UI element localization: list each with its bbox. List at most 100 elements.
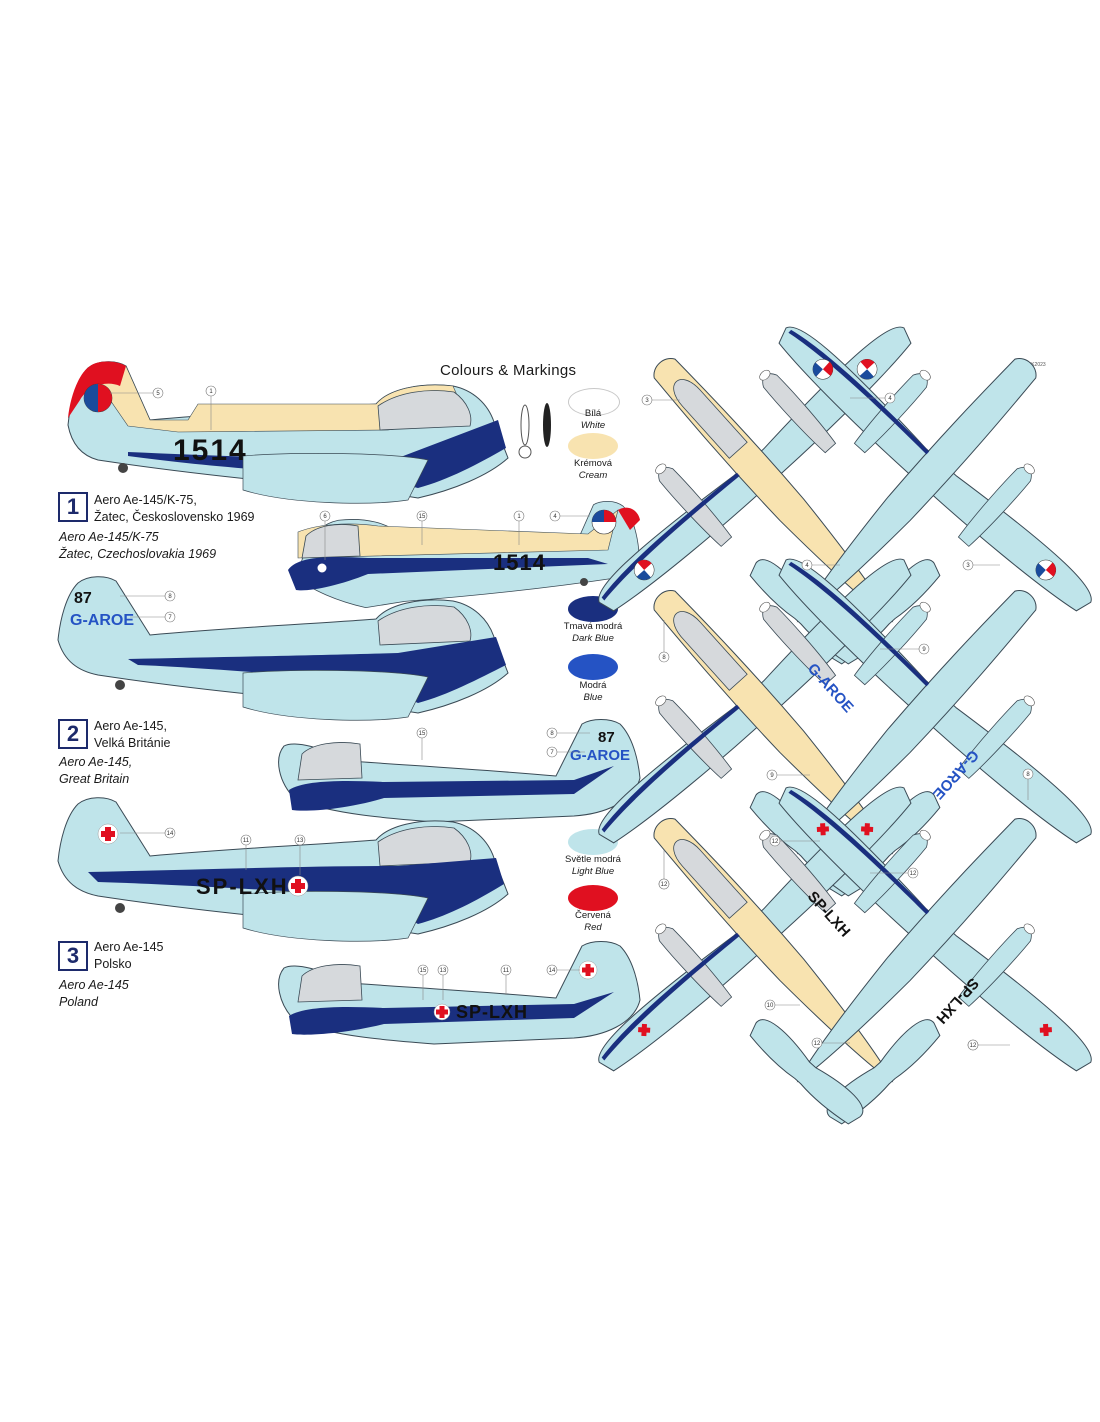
svg-text:6: 6 <box>323 514 327 520</box>
scheme-3-number: 3 <box>58 941 88 971</box>
svg-text:9: 9 <box>770 773 774 779</box>
scheme-2-registration-bottom: G-AROE <box>929 746 982 802</box>
red-cross-icon <box>287 875 309 897</box>
callout-marker: 13 <box>294 834 306 875</box>
callout-marker: 3 <box>962 559 1000 571</box>
rudder-tip <box>618 507 640 530</box>
swatch-dark-blue-cz: Tmavá modrá <box>563 621 623 632</box>
callout-marker: 4 <box>850 392 896 404</box>
svg-text:12: 12 <box>814 1041 821 1047</box>
scheme-3-en-line1: Aero Ae-145 <box>59 978 129 992</box>
svg-text:14: 14 <box>167 831 174 837</box>
scheme-1-registration-left: 1514 <box>173 434 248 467</box>
emblem-icon <box>316 562 328 574</box>
swatch-red-en: Red <box>584 922 602 933</box>
scheme-1-top-view <box>598 326 941 665</box>
sheet-title: Colours & Markings <box>440 362 577 379</box>
canopy <box>377 605 472 646</box>
callout-marker: 15 <box>417 964 429 1000</box>
scheme-2-left-profile: 87 G-AROE <box>57 576 509 721</box>
callout-marker: 12 <box>658 878 670 890</box>
svg-text:12: 12 <box>661 882 668 888</box>
swatch-white-en: White <box>580 420 606 431</box>
swatch-blue-en: Blue <box>583 692 603 703</box>
svg-text:15: 15 <box>419 514 426 520</box>
fuselage-stripe <box>289 992 614 1035</box>
canopy <box>297 742 363 781</box>
scheme-2-race-number-left: 87 <box>74 590 92 607</box>
callout-marker: 3 <box>641 394 680 406</box>
propeller-icon <box>518 403 551 459</box>
callout-marker: 1 <box>205 385 217 430</box>
wing-fairing <box>242 453 429 504</box>
svg-text:11: 11 <box>243 838 250 844</box>
red-cross-icon <box>433 1003 451 1021</box>
svg-text:8: 8 <box>550 731 554 737</box>
scheme-3-cz-line1: Aero Ae-145 <box>94 940 164 954</box>
scheme-1-registration-right: 1514 <box>493 550 546 575</box>
svg-text:4: 4 <box>888 396 892 402</box>
callout-marker: 4 <box>801 559 840 571</box>
cream-spine <box>297 509 619 559</box>
scheme-1-en-line2: Žatec, Czechoslovakia 1969 <box>59 547 217 561</box>
callout-marker: 8 <box>1022 768 1034 800</box>
callout-marker: 9 <box>766 769 810 781</box>
svg-text:8: 8 <box>168 594 172 600</box>
callout-marker: 12 <box>769 835 820 847</box>
swatch-red-label: Červená Red <box>548 910 638 934</box>
tail-wheel-icon <box>115 903 125 913</box>
scheme-1-number: 1 <box>58 492 88 522</box>
svg-text:1: 1 <box>209 389 213 395</box>
svg-text:3: 3 <box>966 563 970 569</box>
scheme-2-race-number-right: 87 <box>598 729 615 746</box>
callout-marker: 14 <box>546 964 580 976</box>
svg-text:12: 12 <box>910 871 917 877</box>
callout-marker: 4 <box>549 510 590 522</box>
red-cross-icon <box>816 823 830 836</box>
svg-text:4: 4 <box>553 514 557 520</box>
swatch-cream-cz: Krémová <box>573 458 612 469</box>
callout-marker: 15 <box>416 510 428 545</box>
rudder-tip <box>68 361 126 418</box>
svg-text:3: 3 <box>645 398 649 404</box>
scheme-3-registration-left: SP-LXH <box>196 874 289 899</box>
svg-text:12: 12 <box>772 839 779 845</box>
svg-text:1: 1 <box>517 514 521 520</box>
red-cross-icon <box>638 1023 651 1037</box>
scheme-2-en-line1: Aero Ae-145, <box>59 755 133 769</box>
scheme-3-cz-line2: Polsko <box>94 957 132 971</box>
callout-marker: 15 <box>416 727 428 760</box>
callout-markers: 5161514878715141113151311143443899812121… <box>110 385 1034 1051</box>
scheme-2-registration-right: G-AROE <box>570 747 630 764</box>
callout-marker: 11 <box>500 964 512 995</box>
swatch-white <box>568 388 620 416</box>
callout-marker: 12 <box>870 867 919 879</box>
svg-text:10: 10 <box>767 1003 774 1009</box>
svg-text:13: 13 <box>297 838 304 844</box>
canopy <box>377 826 472 867</box>
callout-marker: 8 <box>546 727 590 739</box>
swatch-red <box>568 885 618 911</box>
scheme-3-bottom-view: SP-LXH <box>749 786 1092 1125</box>
svg-text:8: 8 <box>1026 772 1030 778</box>
callout-marker: 10 <box>764 999 800 1011</box>
callout-marker: 12 <box>811 1037 850 1049</box>
swatch-light-blue-en: Light Blue <box>571 866 615 877</box>
swatch-blue <box>568 654 618 680</box>
callout-marker: 6 <box>319 510 331 560</box>
canopy <box>377 390 472 431</box>
tail-wheel-icon <box>118 463 128 473</box>
scheme-2-right-profile: 87 G-AROE <box>278 719 641 823</box>
scheme-3-registration-right: SP-LXH <box>456 1002 528 1022</box>
svg-text:15: 15 <box>420 968 427 974</box>
fuselage-stripe <box>288 557 608 591</box>
red-cross-icon <box>97 823 119 845</box>
scheme-2-cz-line2: Velká Británie <box>94 736 171 750</box>
scheme-3-right-profile: SP-LXH <box>278 941 641 1045</box>
scheme-3-left-profile: SP-LXH <box>57 797 509 942</box>
callout-marker: 7 <box>546 746 585 758</box>
callout-marker: 13 <box>437 964 449 1000</box>
scheme-1-en-line1: Aero Ae-145/K-75 <box>59 530 159 544</box>
